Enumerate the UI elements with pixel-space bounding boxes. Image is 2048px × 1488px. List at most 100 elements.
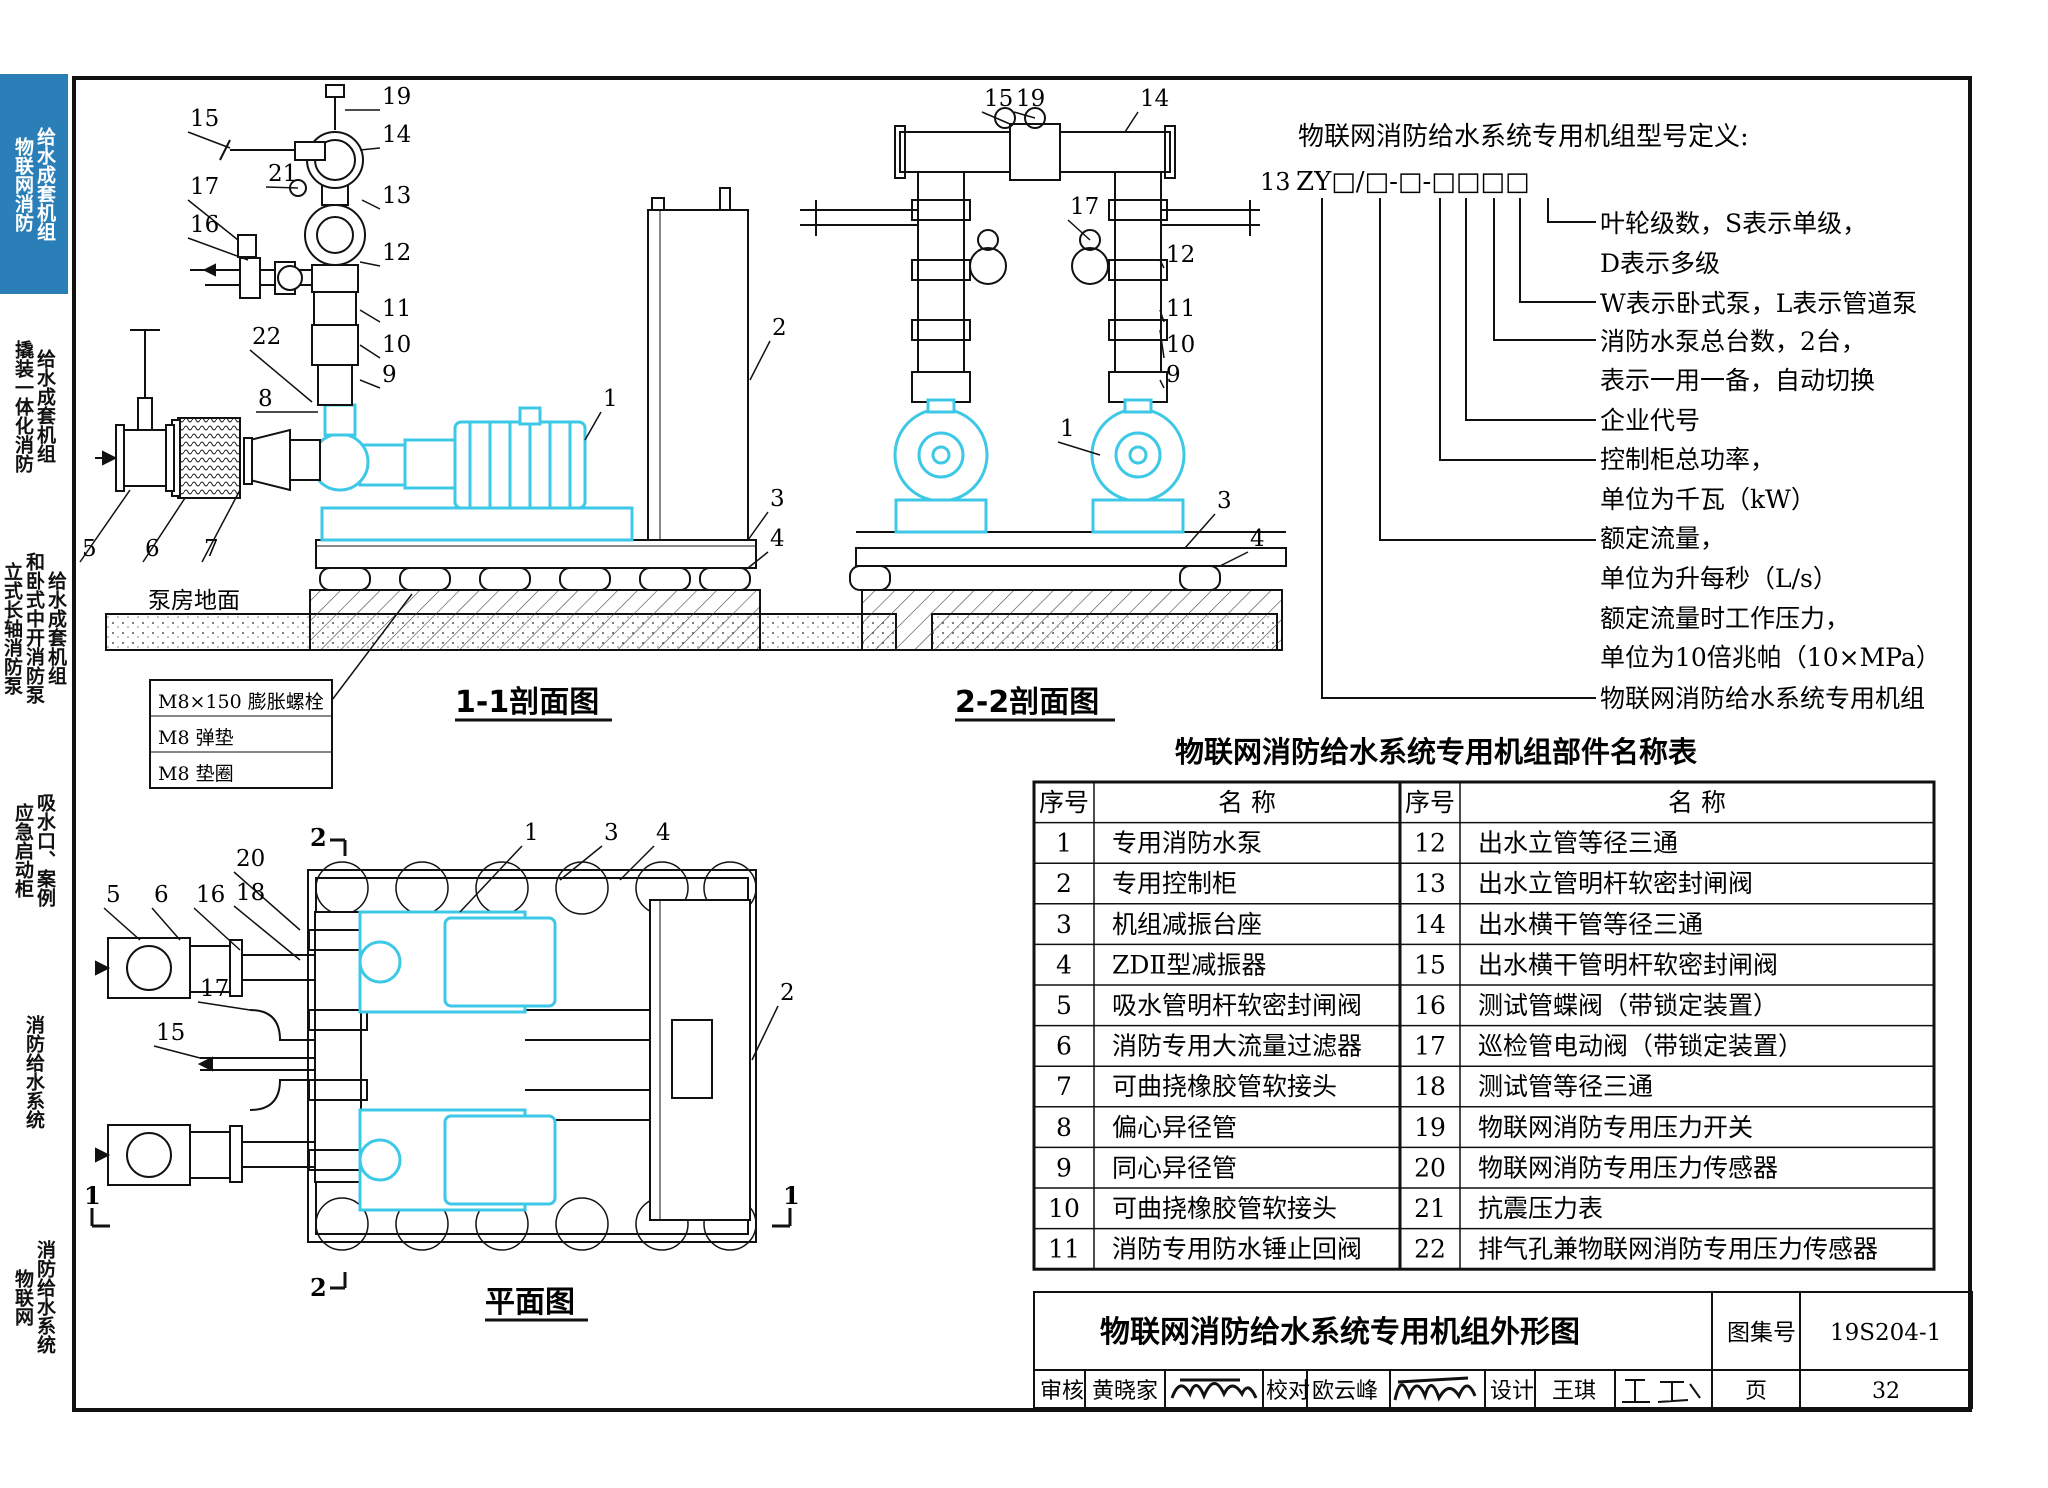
leader-line: [193, 907, 241, 951]
table-cell: 出水横干管明杆软密封闸阀: [1478, 950, 1778, 979]
table-cell: 偏心异径管: [1112, 1113, 1237, 1142]
table-cell: 3: [1056, 910, 1072, 939]
leader-line: [1013, 111, 1036, 119]
leader-label: 1: [603, 386, 618, 412]
left-tab-1-text-1: 给水成套机组: [34, 349, 56, 463]
check-label: 校对: [1266, 1379, 1310, 1404]
table-cell: 物联网消防专用压力开关: [1478, 1113, 1753, 1142]
checker-name: 欧云峰: [1312, 1379, 1378, 1404]
leader-label: 22: [252, 324, 281, 350]
bolt-label-3: M8 垫圈: [158, 763, 234, 785]
table-header: 序号: [1039, 788, 1089, 817]
model-def-line: 表示一用一备，自动切换: [1600, 366, 1875, 395]
drawing-title: 物联网消防给水系统专用机组外形图: [1100, 1315, 1580, 1350]
bolt-callout: [149, 593, 413, 789]
leader-label: 8: [258, 386, 273, 412]
table-cell: 8: [1056, 1113, 1072, 1142]
leader-line: [559, 845, 603, 881]
left-tab-3[interactable]: 应急启动柜吸水口、案例: [0, 740, 68, 962]
leader-line: [1159, 309, 1165, 323]
pumps-2-2: [893, 398, 1186, 534]
table-header: 名 称: [1668, 788, 1726, 817]
table-cell: 12: [1414, 829, 1446, 858]
leader-line: [79, 489, 131, 563]
left-tab-4[interactable]: 消防给水系统: [0, 962, 68, 1184]
table-cell: 专用消防水泵: [1112, 829, 1262, 858]
leader-line: [361, 199, 381, 210]
leader-line: [359, 379, 381, 389]
table-cell: 9: [1056, 1153, 1072, 1182]
left-tab-2[interactable]: 立式长轴消防泵和卧式中开消防泵给水成套机组: [0, 518, 68, 740]
table-cell: 同心异径管: [1112, 1153, 1237, 1182]
leader-label: 9: [1166, 362, 1181, 388]
left-tab-4-text-0: 消防给水系统: [23, 1015, 45, 1129]
leader-label: 11: [1166, 296, 1195, 322]
model-def-line: 单位为升每秒（L/s）: [1600, 564, 1838, 593]
leader-label: 15: [190, 106, 219, 132]
leader-line: [1159, 259, 1165, 269]
table-cell: 抗震压力表: [1478, 1194, 1603, 1223]
table-cell: 18: [1414, 1072, 1446, 1101]
section-mark-2-top: 2: [310, 823, 327, 852]
model-def-line: 叶轮级数，S表示单级，: [1600, 209, 1867, 238]
model-def-line: 物联网消防给水系统专用机组: [1600, 684, 1925, 713]
section-mark-1-left: 1: [84, 1181, 101, 1210]
table-cell: 2: [1056, 869, 1072, 898]
model-code: ZY□/□-□-□□□□: [1296, 167, 1530, 197]
left-tab-2-text-0: 立式长轴消防泵: [1, 561, 23, 695]
left-tab-0-text-1: 给水成套机组: [34, 127, 56, 241]
title-block: [1033, 1291, 1973, 1409]
leader-label: 18: [236, 880, 265, 906]
review-label: 审核: [1040, 1379, 1084, 1404]
leader-line: [359, 261, 381, 267]
table-cell: 19: [1414, 1113, 1446, 1142]
design-label: 设计: [1490, 1379, 1534, 1404]
table-cell: 机组减振台座: [1112, 910, 1262, 939]
left-tab-1-text-0: 撬装一体化消防: [12, 339, 34, 473]
atlas-label: 图集号: [1727, 1320, 1796, 1346]
left-tab-1[interactable]: 撬装一体化消防给水成套机组: [0, 296, 68, 518]
table-cell: 吸水管明杆软密封闸阀: [1112, 991, 1362, 1020]
table-cell: 11: [1048, 1235, 1080, 1264]
table-cell: 17: [1414, 1032, 1446, 1061]
leader-line: [1057, 441, 1101, 456]
table-header: 序号: [1405, 788, 1455, 817]
leader-label: 7: [204, 536, 219, 562]
model-def-line: 额定流量时工作压力，: [1600, 604, 1850, 633]
leader-label: 4: [1250, 526, 1265, 552]
section-1-1-labels: 1915142113171612111092281234567: [79, 84, 787, 569]
model-def-line: D表示多级: [1600, 249, 1720, 278]
leader-label: 12: [1166, 242, 1195, 268]
designer-name: 王琪: [1552, 1379, 1596, 1404]
leader-line: [249, 349, 313, 403]
table-cell: 可曲挠橡胶管软接头: [1112, 1194, 1337, 1223]
leader-label: 20: [236, 846, 265, 872]
left-tab-5[interactable]: 物联网消防给水系统: [0, 1184, 68, 1412]
pump-motor-1-1: [310, 403, 634, 542]
leader-label: 19: [382, 84, 411, 110]
leader-line: [1067, 219, 1091, 241]
model-def-line: 控制柜总功率，: [1600, 445, 1775, 474]
left-tab-0[interactable]: 物联网消防给水成套机组: [0, 74, 68, 296]
table-cell: 消防专用防水锤止回阀: [1112, 1235, 1362, 1264]
isolators-1-1: [319, 567, 751, 591]
model-definition: 物联网消防给水系统专用机组型号定义: 13 ZY□/□-□-□□□□ 叶轮级数，…: [1260, 122, 1941, 713]
table-cell: 7: [1056, 1072, 1072, 1101]
table-cell: ZDⅡ型减振器: [1112, 950, 1266, 979]
leader-line: [359, 147, 381, 151]
table-cell: 巡检管电动阀（带锁定装置）: [1478, 1032, 1803, 1061]
leader-label: 16: [196, 882, 225, 908]
section-1-1-drawing: [105, 187, 897, 651]
model-def-line: 企业代号: [1600, 406, 1700, 435]
leader-line: [151, 907, 181, 941]
table-cell: 10: [1048, 1194, 1080, 1223]
section-mark-1-right: 1: [783, 1181, 800, 1210]
table-cell: 1: [1056, 829, 1072, 858]
leader-line: [265, 186, 299, 189]
left-tab-3-text-0: 应急启动柜: [12, 802, 34, 898]
left-tab-5-text-1: 消防给水系统: [34, 1240, 56, 1354]
leader-label: 19: [1016, 86, 1045, 112]
table-cell: 6: [1056, 1032, 1072, 1061]
